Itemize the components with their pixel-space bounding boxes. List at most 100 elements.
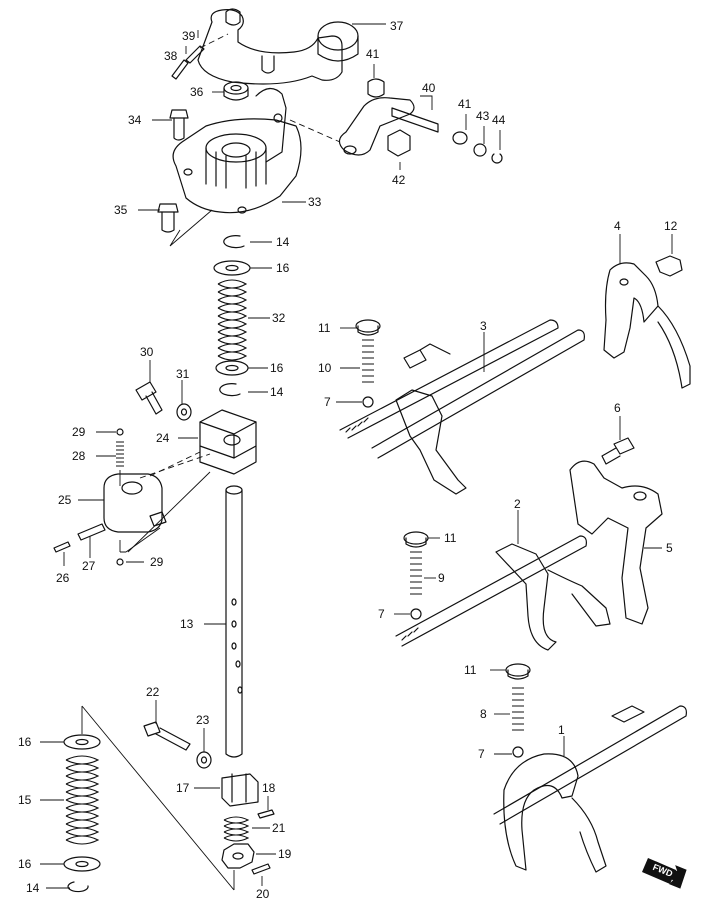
callout-17: 17: [176, 781, 190, 795]
part-7-ball-middle: [410, 608, 422, 620]
callout-34: 34: [128, 113, 142, 127]
part-29-ball-top: [116, 428, 124, 436]
part-31-washer: [176, 403, 192, 421]
callout-42: 42: [392, 173, 406, 187]
callout-labels: 37 38 39 36 41 40 34 41 43 44 42 35 33 1…: [18, 19, 678, 901]
part-18-pin: [257, 809, 275, 819]
part-16-washer-top: [213, 260, 251, 276]
callout-37: 37: [390, 19, 404, 33]
part-12-bolt: [655, 255, 683, 277]
callout-8: 8: [480, 707, 487, 721]
callout-16c: 16: [18, 735, 32, 749]
callout-14c: 14: [26, 881, 40, 895]
part-22-bolt: [143, 721, 191, 751]
callout-16d: 16: [18, 857, 32, 871]
callout-40: 40: [422, 81, 436, 95]
callout-33: 33: [308, 195, 322, 209]
callout-5: 5: [666, 541, 673, 555]
callout-25: 25: [58, 493, 72, 507]
part-14-clip-mid: [219, 383, 241, 397]
callout-39: 39: [182, 29, 196, 43]
part-30-bolt: [135, 381, 163, 415]
part-21-spring: [223, 816, 250, 842]
callout-6: 6: [614, 401, 621, 415]
part-34-bolt: [169, 109, 189, 141]
part-35-bolt: [157, 203, 179, 233]
callout-12: 12: [664, 219, 678, 233]
part-26-pin: [53, 541, 71, 553]
callout-21: 21: [272, 821, 286, 835]
part-7-ball-lower: [512, 746, 524, 758]
callout-28: 28: [72, 449, 86, 463]
part-42-block: [387, 129, 411, 157]
part-32-spring: [217, 279, 248, 361]
callout-43: 43: [476, 109, 490, 123]
part-44-clip: [491, 153, 503, 164]
callout-9: 9: [438, 571, 445, 585]
fwd-arrow-icon: FWD: [642, 858, 687, 889]
callout-7b: 7: [378, 607, 385, 621]
part-3-fork-shaft: [339, 319, 585, 495]
part-25-block: [103, 473, 167, 533]
callout-18: 18: [262, 781, 276, 795]
callout-10: 10: [318, 361, 332, 375]
part-11-plug-middle: [403, 531, 429, 548]
callout-29b: 29: [150, 555, 164, 569]
part-14-clip-top: [223, 235, 245, 249]
part-24-bracket: [199, 409, 257, 475]
part-16-washer-left-bottom: [63, 856, 101, 872]
part-43-washer: [473, 143, 487, 157]
callout-7c: 7: [478, 747, 485, 761]
part-11-plug-upper: [355, 319, 381, 336]
part-14-clip-left: [67, 881, 89, 893]
callout-7a: 7: [324, 395, 331, 409]
leader-lines: [40, 23, 673, 889]
callout-44: 44: [492, 113, 506, 127]
part-8-spring: [512, 687, 524, 731]
part-38-pin: [171, 59, 189, 80]
callout-4: 4: [614, 219, 621, 233]
callout-16a: 16: [276, 261, 290, 275]
part-16-washer-mid: [215, 360, 249, 376]
part-15-spring: [65, 755, 100, 845]
part-17-collar: [221, 773, 259, 807]
part-19-nut: [221, 843, 255, 869]
part-39-pin: [185, 45, 205, 64]
callout-14b: 14: [270, 385, 284, 399]
callout-41b: 41: [458, 97, 472, 111]
part-4-fork: [603, 262, 691, 389]
callout-15: 15: [18, 793, 32, 807]
part-27-pin: [77, 523, 106, 541]
callout-23: 23: [196, 713, 210, 727]
part-20-pin: [251, 863, 271, 875]
part-16-washer-left-top: [63, 734, 101, 750]
callout-2: 2: [514, 497, 521, 511]
part-37-lever: [197, 8, 359, 85]
part-36-nut: [223, 81, 249, 101]
callout-11c: 11: [464, 663, 477, 677]
callout-32: 32: [272, 311, 286, 325]
callout-31: 31: [176, 367, 190, 381]
callout-1: 1: [558, 723, 565, 737]
callout-26: 26: [56, 571, 70, 585]
part-11-plug-lower: [505, 663, 531, 680]
part-41-bushing: [367, 78, 385, 98]
part-41-bushing-2: [452, 131, 468, 145]
part-28-spring: [116, 441, 124, 467]
callout-35: 35: [114, 203, 128, 217]
part-10-spring: [362, 339, 374, 383]
callout-11a: 11: [318, 321, 331, 335]
part-23-washer: [196, 751, 212, 769]
part-6-bolt: [601, 437, 635, 465]
callout-24: 24: [156, 431, 170, 445]
callout-14a: 14: [276, 235, 290, 249]
callout-20: 20: [256, 887, 270, 901]
callout-3: 3: [480, 319, 487, 333]
part-13-shaft: [225, 485, 243, 758]
part-1-fork-shaft: [493, 705, 687, 873]
callout-13: 13: [180, 617, 194, 631]
callout-16b: 16: [270, 361, 284, 375]
part-9-spring: [410, 551, 422, 595]
